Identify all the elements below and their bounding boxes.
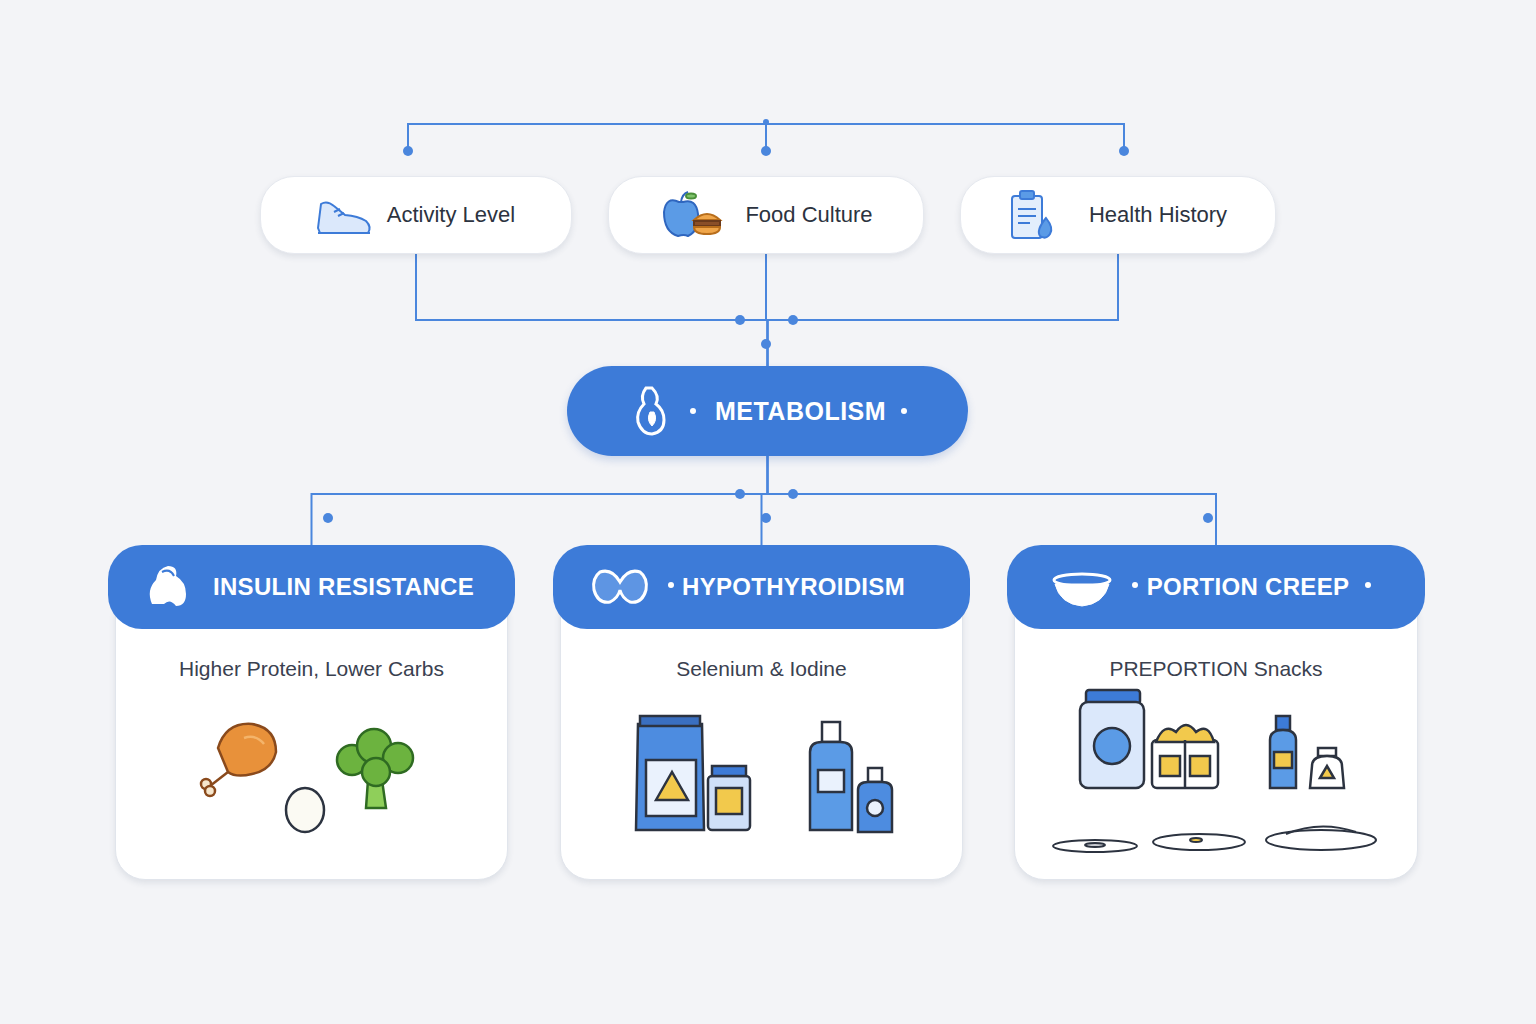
factor-box: Health History: [960, 176, 1276, 254]
recommendation-text: Selenium & Iodine: [563, 657, 960, 681]
card-body: Higher Protein, Lower Carbs: [118, 657, 505, 687]
junction-dots: [323, 513, 333, 523]
card-title: HYPOTHYROIDISM: [682, 573, 905, 601]
card-header: PORTION CREEP: [1007, 545, 1425, 629]
card-panel: [1014, 585, 1418, 880]
top-bracket: [408, 120, 1124, 150]
card-title: PORTION CREEP: [1147, 573, 1350, 601]
junction-dots: [761, 339, 771, 349]
top-bracket: [765, 120, 767, 150]
node-content: Food Culture: [609, 177, 923, 253]
factor-label: Health History: [1089, 202, 1227, 228]
junction-dots: [761, 146, 771, 156]
junction-dots: [1119, 146, 1129, 156]
category-card: PORTION CREEP PREPORTION Snacks: [1007, 545, 1425, 880]
factor-box: Activity Level: [260, 176, 572, 254]
card-body: Selenium & Iodine: [563, 657, 960, 687]
central-label: METABOLISM: [715, 397, 886, 426]
factor-box: Food Culture: [608, 176, 924, 254]
node-content: Health History: [961, 177, 1275, 253]
recommendation-text: Higher Protein, Lower Carbs: [118, 657, 505, 681]
node-content: METABOLISM: [567, 366, 968, 456]
junction-dots: [1203, 513, 1213, 523]
node-content: Activity Level: [261, 177, 571, 253]
card-header: INSULIN RESISTANCE: [108, 545, 515, 629]
recommendation-text: PREPORTION Snacks: [1017, 657, 1415, 681]
card-title: INSULIN RESISTANCE: [213, 573, 474, 601]
junction-dots: [761, 513, 771, 523]
junction-dots: [763, 119, 769, 125]
junction-dots: [788, 489, 798, 499]
junction-dots: [735, 315, 745, 325]
card-panel: [115, 585, 508, 880]
factor-label: Activity Level: [387, 202, 515, 228]
connector-line: [312, 456, 768, 545]
connector-line: [416, 254, 768, 366]
card-header: HYPOTHYROIDISM: [553, 545, 970, 629]
category-card: INSULIN RESISTANCE Higher Protein, Lower …: [108, 545, 515, 880]
connector-line: [768, 456, 1217, 545]
factor-label: Food Culture: [745, 202, 872, 228]
connector-line: [768, 254, 1119, 366]
central-node: METABOLISM: [567, 366, 968, 456]
junction-dots: [403, 146, 413, 156]
junction-dots: [788, 315, 798, 325]
junction-dots: [735, 489, 745, 499]
card-panel: [560, 585, 963, 880]
card-body: PREPORTION Snacks: [1017, 657, 1415, 687]
category-card: HYPOTHYROIDISM Selenium & Iodine: [553, 545, 970, 880]
